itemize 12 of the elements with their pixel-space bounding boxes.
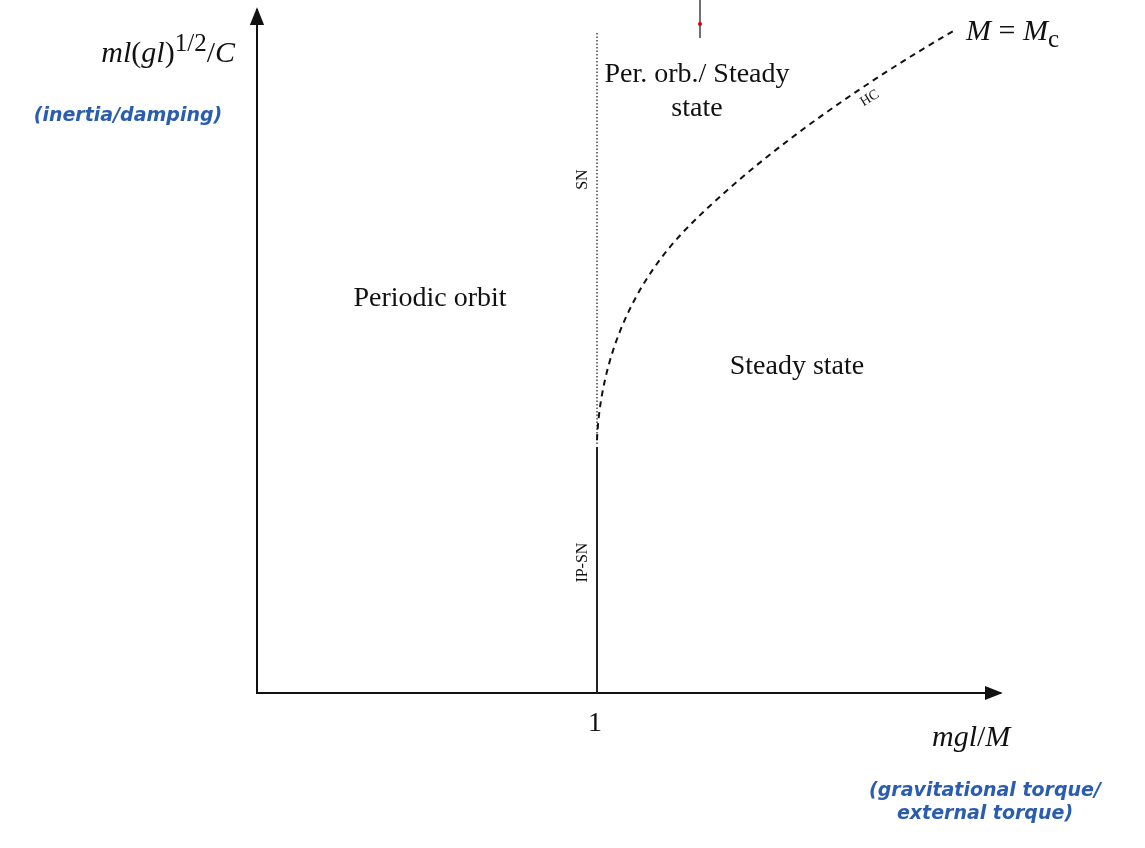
- line-label: IP-SN: [572, 542, 592, 583]
- x-axis-label: mgl/M: [932, 718, 1011, 754]
- x-axis-description: (gravitational torque/ external torque): [868, 778, 1103, 824]
- y-axis-label: ml(gl)$^{1/2}$/C: [101, 28, 235, 70]
- y-axis-description: (inertia/damping): [32, 103, 224, 126]
- curve-label: HC: [857, 86, 883, 111]
- line-label: SN: [571, 169, 591, 190]
- region-label: Per. orb./ Steady state: [603, 56, 791, 124]
- region-label: Steady state: [728, 348, 866, 382]
- tick-label: 1: [588, 705, 602, 739]
- curve-label: M = M$_{c}$: [966, 12, 1060, 54]
- region-label: Periodic orbit: [352, 280, 508, 314]
